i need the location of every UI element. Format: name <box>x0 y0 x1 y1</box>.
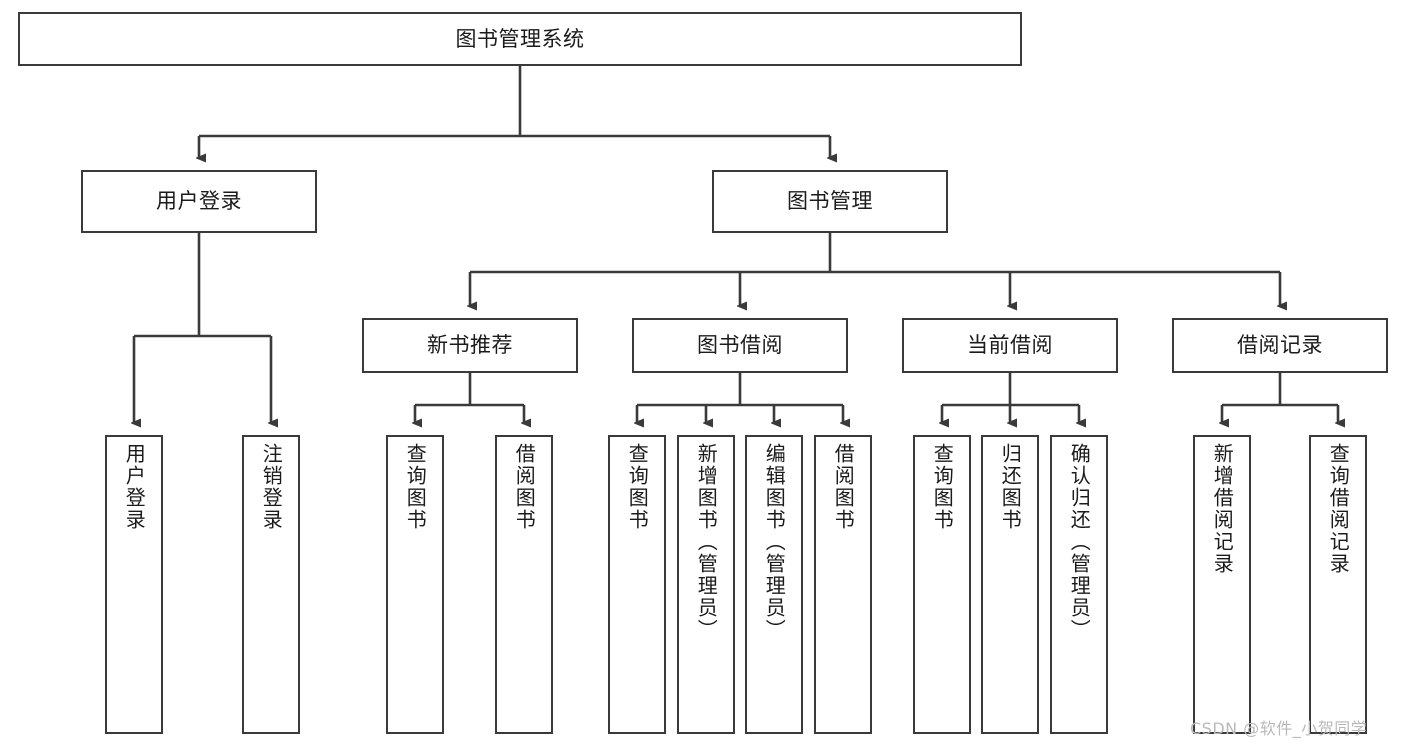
node-leaf-confirm-return-label: 确认归还（管理员） <box>1067 443 1092 641</box>
node-leaf-return-book-label: 归还图书 <box>998 443 1023 531</box>
node-leaf-borrow-book-1[interactable]: 借阅图书 <box>495 435 553 734</box>
node-leaf-return-book[interactable]: 归还图书 <box>981 435 1039 734</box>
node-leaf-add-book-label: 新增图书（管理员） <box>694 443 719 641</box>
node-leaf-query-book-1[interactable]: 查询图书 <box>386 435 444 734</box>
node-book-management[interactable]: 图书管理 <box>712 170 948 233</box>
node-leaf-edit-book[interactable]: 编辑图书（管理员） <box>745 435 803 734</box>
node-leaf-borrow-book-2-label: 借阅图书 <box>831 443 856 531</box>
node-user-login-label: 用户登录 <box>156 189 242 214</box>
node-book-borrow-label: 图书借阅 <box>697 333 783 358</box>
node-borrow-record[interactable]: 借阅记录 <box>1172 318 1388 373</box>
node-book-borrow[interactable]: 图书借阅 <box>632 318 848 373</box>
node-leaf-query-book-2-label: 查询图书 <box>625 443 650 531</box>
node-leaf-user-logout-label: 注销登录 <box>259 443 284 531</box>
node-leaf-query-record-label: 查询借阅记录 <box>1326 443 1351 575</box>
node-leaf-borrow-book-1-label: 借阅图书 <box>512 443 537 531</box>
node-leaf-query-book-3[interactable]: 查询图书 <box>913 435 971 734</box>
node-leaf-add-book[interactable]: 新增图书（管理员） <box>677 435 735 734</box>
node-leaf-edit-book-label: 编辑图书（管理员） <box>762 443 787 641</box>
node-leaf-query-record[interactable]: 查询借阅记录 <box>1309 435 1367 734</box>
node-user-login[interactable]: 用户登录 <box>81 170 317 233</box>
node-root-label: 图书管理系统 <box>455 26 585 51</box>
node-leaf-query-book-2[interactable]: 查询图书 <box>608 435 666 734</box>
node-leaf-query-book-1-label: 查询图书 <box>403 443 428 531</box>
node-leaf-user-login-label: 用户登录 <box>122 443 147 531</box>
node-leaf-add-record-label: 新增借阅记录 <box>1210 443 1235 575</box>
node-borrow-record-label: 借阅记录 <box>1237 333 1323 358</box>
node-leaf-confirm-return[interactable]: 确认归还（管理员） <box>1050 435 1108 734</box>
node-leaf-borrow-book-2[interactable]: 借阅图书 <box>814 435 872 734</box>
node-book-management-label: 图书管理 <box>787 189 873 214</box>
node-new-book-recommend-label: 新书推荐 <box>427 333 513 358</box>
node-leaf-add-record[interactable]: 新增借阅记录 <box>1193 435 1251 734</box>
watermark: CSDN @软件_小贺同学 <box>1190 719 1368 738</box>
node-leaf-user-login[interactable]: 用户登录 <box>105 435 163 734</box>
node-leaf-query-book-3-label: 查询图书 <box>930 443 955 531</box>
node-current-borrow-label: 当前借阅 <box>967 333 1053 358</box>
node-leaf-user-logout[interactable]: 注销登录 <box>242 435 300 734</box>
node-root[interactable]: 图书管理系统 <box>18 12 1022 66</box>
node-current-borrow[interactable]: 当前借阅 <box>902 318 1118 373</box>
node-new-book-recommend[interactable]: 新书推荐 <box>362 318 578 373</box>
